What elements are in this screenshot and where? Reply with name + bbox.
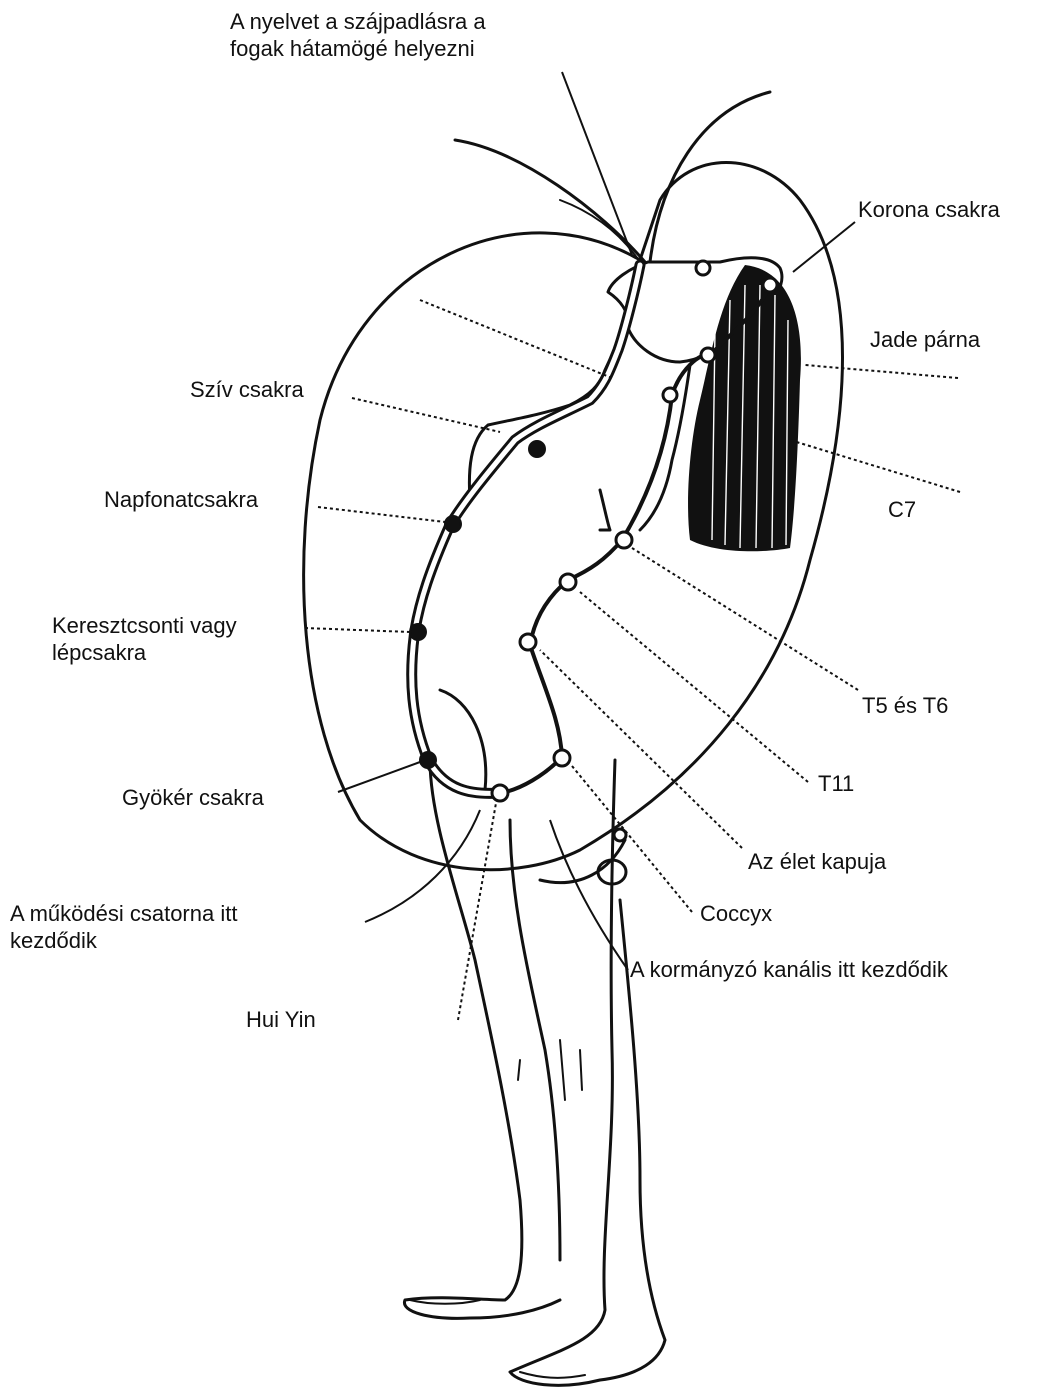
solar-plexus-point (445, 516, 461, 532)
label-gate-of-life: Az élet kapuja (748, 848, 886, 875)
t5-t6-point (616, 532, 632, 548)
back-leg-outline (510, 760, 665, 1385)
leader-heart (352, 398, 500, 432)
label-jade-pillow: Jade párna (870, 326, 980, 353)
arm-outline (600, 490, 610, 530)
label-functional-line2: kezdődik (10, 927, 237, 954)
leader-governor (550, 820, 628, 970)
leader-tongue (562, 72, 632, 255)
leader-t11 (580, 592, 808, 782)
label-coccyx: Coccyx (700, 900, 772, 927)
leader-coccyx (572, 766, 692, 912)
hair-strand-left (455, 140, 645, 262)
hair-mass (688, 265, 801, 551)
label-sacral-line2: lépcsakra (52, 639, 237, 666)
gate-of-life-point (520, 634, 536, 650)
label-tongue: A nyelvet a szájpadlásra a fogak hátamög… (230, 8, 486, 62)
label-root-chakra: Gyökér csakra (122, 784, 264, 811)
label-sacral-chakra: Keresztcsonti vagy lépcsakra (52, 612, 237, 666)
label-tongue-line1: A nyelvet a szájpadlásra a (230, 8, 486, 35)
leader-root (338, 762, 420, 792)
crown-point (763, 278, 777, 292)
leader-crown (793, 222, 855, 272)
sacral-point (410, 624, 426, 640)
label-solar-plexus: Napfonatcsakra (104, 486, 258, 513)
leader-huiyin (458, 803, 496, 1020)
label-tongue-line2: fogak hátamögé helyezni (230, 35, 486, 62)
label-t11: T11 (818, 770, 854, 797)
c7-point (663, 388, 677, 402)
front-leg-outline (404, 760, 560, 1318)
coccyx-point (554, 750, 570, 766)
label-crown-chakra: Korona csakra (858, 196, 1000, 223)
label-heart-chakra: Szív csakra (190, 376, 304, 403)
label-sacral-line1: Keresztcsonti vagy (52, 612, 237, 639)
leader-t5t6 (632, 548, 858, 690)
governor-start-point (614, 829, 626, 841)
tongue-point (696, 261, 710, 275)
leader-functional (365, 810, 480, 922)
label-t5-t6: T5 és T6 (862, 692, 948, 719)
label-governor-channel: A kormányzó kanális itt kezdődik (630, 956, 948, 983)
front-leg-inner (510, 820, 560, 1260)
leader-heart-upper (420, 300, 612, 378)
leader-solar (318, 507, 445, 522)
hair-strand-right (650, 92, 770, 262)
t11-point (560, 574, 576, 590)
leader-jade (805, 365, 958, 378)
label-c7: C7 (888, 496, 916, 523)
label-functional-channel: A működési csatorna itt kezdődik (10, 900, 237, 954)
jade-pillow-point (701, 348, 715, 362)
label-hui-yin: Hui Yin (246, 1006, 316, 1033)
leader-gate (540, 650, 742, 848)
hui-yin-point (492, 785, 508, 801)
foot-detail (410, 1300, 585, 1378)
leader-sacral (305, 628, 410, 632)
label-functional-line1: A működési csatorna itt (10, 900, 237, 927)
leader-c7 (790, 440, 960, 492)
root-chakra-point (420, 752, 436, 768)
heart-chakra-point (529, 441, 545, 457)
